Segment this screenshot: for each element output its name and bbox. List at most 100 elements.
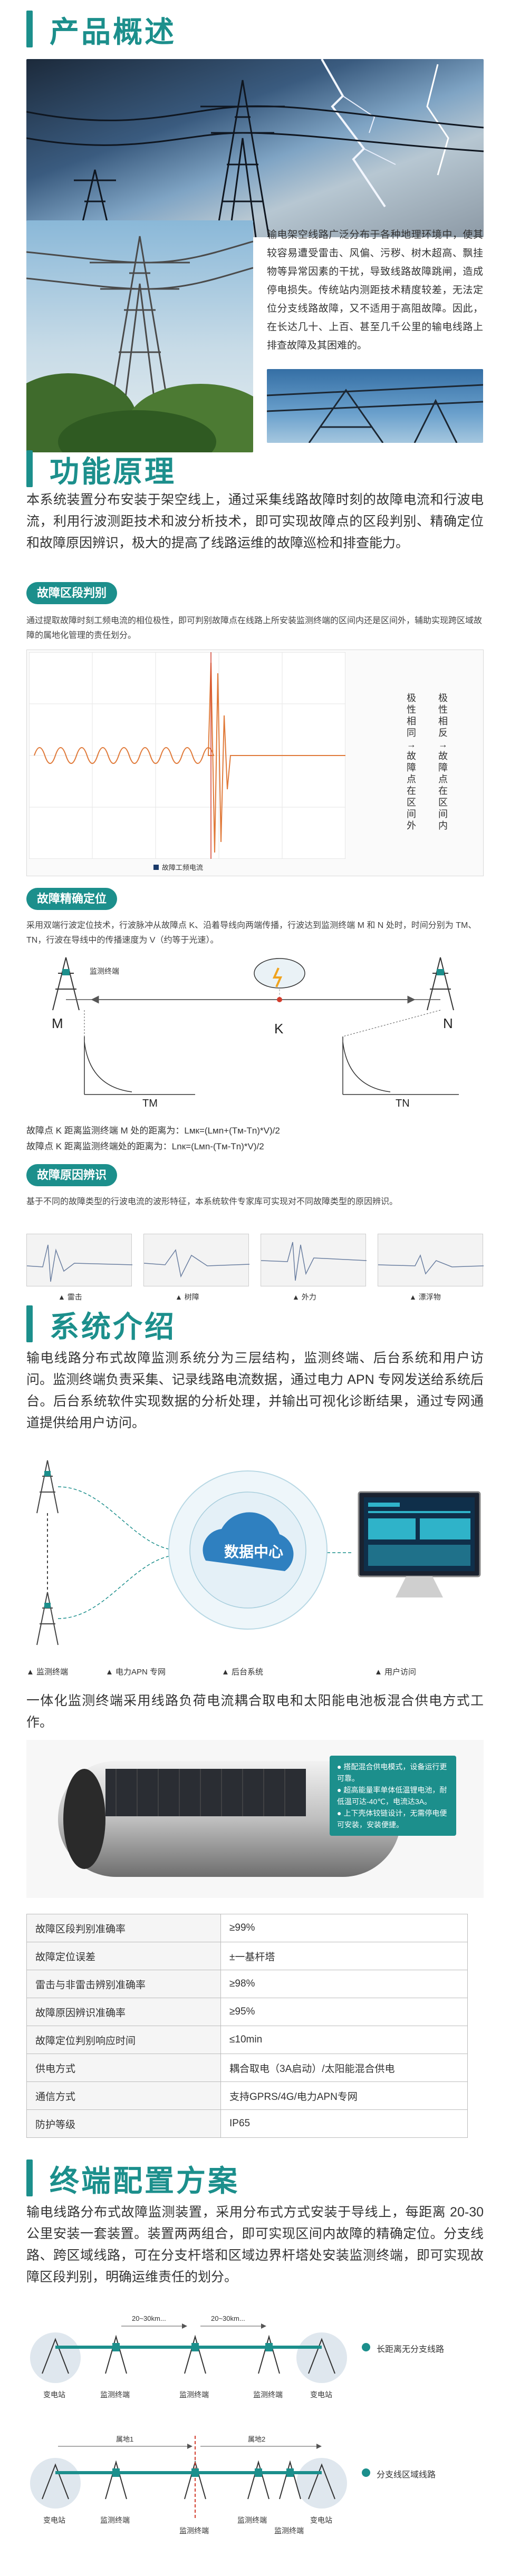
callout-item: ● 上下壳体铰链设计，无需停电便可安装，安装便捷。	[337, 1809, 447, 1829]
data-center-label: 数据中心	[224, 1544, 284, 1560]
section-system-title: 系统介绍	[26, 1302, 176, 1347]
node-m-label: M	[52, 1015, 63, 1031]
fault-current-waveform	[29, 652, 345, 859]
tower-lightning-illustration	[26, 59, 484, 237]
spec-key: 雷击与非雷击辨别准确率	[26, 1970, 221, 1998]
lightning-icon	[272, 967, 283, 987]
section-deploy-title: 终端配置方案	[26, 2156, 239, 2201]
formula-n: 故障点 K 距离监测终端处的距离为：Lnк=(Lмn-(Tм-Tn)*V)/2	[26, 1139, 484, 1155]
waveform-trace	[34, 662, 345, 853]
distance-label: 20~30km...	[211, 2314, 245, 2322]
system-architecture-diagram: 数据中心	[26, 1439, 484, 1661]
row-legend: 长距离无分支线路	[377, 2345, 445, 2354]
legend-item: ▲ 电力APN 专网	[105, 1668, 166, 1677]
table-row: 故障区段判别准确率≥99%	[26, 1914, 468, 1942]
section-overview-title: 产品概述	[26, 7, 176, 52]
system-heading: 系统介绍	[50, 1310, 176, 1343]
fault-point-k	[277, 997, 282, 1002]
formula-n-label: 故障点 K 距离监测终端处的距离为：	[26, 1141, 172, 1151]
overview-paragraph: 输电架空线路广泛分布于各种地理环境中，使其较容易遭受雷击、风偏、污秽、树木超高、…	[267, 229, 483, 351]
section-principle-title: 功能原理	[26, 447, 176, 491]
tn-label: TN	[396, 1098, 410, 1109]
spec-value: ≥99%	[220, 1914, 468, 1942]
table-row: 供电方式耦合取电（3A启动）/太阳能混合供电	[26, 2054, 468, 2082]
callout-text: 上下壳体铰链设计，无需停电便可安装，安装便捷。	[337, 1809, 447, 1829]
overview-heading: 产品概述	[50, 15, 176, 49]
terminal-label: 监测终端	[237, 2516, 267, 2524]
precise-location-text: 采用双端行波定位技术，行波脉冲从故障点 K、沿着导线向两端传播，行波达到监测终端…	[26, 921, 477, 945]
callout-item: ● 超高能量率单体低温锂电池，耐低温可达-40℃，电流达3A。	[337, 1786, 447, 1806]
cloud-icon	[203, 1512, 294, 1571]
terminal-label: 监测终端	[179, 2390, 209, 2399]
branch-line-diagram	[30, 2436, 370, 2520]
waveform-legend: 故障工频电流	[153, 862, 203, 872]
long-line-diagram	[30, 2323, 370, 2383]
table-row: 故障定位判别响应时间≤10min	[26, 2026, 468, 2054]
spec-key: 供电方式	[26, 2054, 221, 2082]
terminal-label: 监测终端	[274, 2526, 304, 2535]
formula-block: 故障点 K 距离监测终端 M 处的距离为：Lмк=(Lмn+(Tм-Tn)*V)…	[26, 1123, 484, 1155]
spec-value: IP65	[220, 2109, 468, 2138]
precise-location-pill: 故障精确定位	[26, 888, 118, 910]
terminal-label: 监测终端	[253, 2390, 283, 2399]
legend-item: ▲ 用户访问	[374, 1668, 417, 1677]
spec-key: 故障区段判别准确率	[26, 1914, 221, 1942]
spec-key: 故障定位判别响应时间	[26, 2026, 221, 2054]
monitor-device-illustration	[58, 1761, 401, 1877]
title-bar-decoration	[26, 11, 33, 47]
section-judge-text: 通过提取故障时刻工频电流的相位极性，即可判别故障点在线路上所安装监测终端的区间内…	[26, 616, 483, 640]
legend-label: 故障工频电流	[162, 864, 204, 871]
section-judge-pill: 故障区段判别	[26, 582, 118, 604]
legend-label: 用户访问	[384, 1668, 417, 1677]
tm-label: TM	[142, 1098, 158, 1109]
wave-card	[261, 1234, 367, 1286]
spec-key: 故障原因辨识准确率	[26, 1998, 221, 2026]
node-n-label: N	[443, 1015, 453, 1031]
legend-label: 监测终端	[36, 1668, 69, 1677]
legend-item: ▲ 监测终端	[26, 1668, 69, 1677]
wave-label-text: 树障	[184, 1293, 199, 1301]
wave-label: ▲ 树障	[175, 1293, 199, 1301]
callout-text: 超高能量率单体低温锂电池，耐低温可达-40℃，电流达3A。	[337, 1786, 447, 1806]
formula-m: 故障点 K 距离监测终端 M 处的距离为：Lмк=(Lмn+(Tм-Tn)*V)…	[26, 1123, 484, 1139]
wave-card	[378, 1234, 484, 1286]
principle-paragraph: 本系统装置分布安装于架空线上，通过采集线路故障时刻的故障电流和行波电流，利用行波…	[26, 492, 484, 550]
spec-key: 故障定位误差	[26, 1942, 221, 1970]
tower-trees-illustration	[26, 236, 253, 452]
spec-table: 故障区段判别准确率≥99% 故障定位误差±一基杆塔 雷击与非雷击辨别准确率≥98…	[26, 1914, 468, 2138]
formula-m-expr: Lмк=(Lмn+(Tм-Tn)*V)/2	[184, 1126, 280, 1136]
terminal-label: 监测终端	[90, 967, 119, 975]
wave-label-text: 雷击	[67, 1293, 82, 1301]
fault-cause-pill: 故障原因辨识	[26, 1164, 118, 1186]
title-bar-decoration	[26, 1305, 33, 1342]
principle-heading: 功能原理	[50, 454, 176, 488]
terminal-label: 监测终端	[100, 2516, 130, 2524]
wave-label: ▲ 漂浮物	[409, 1293, 441, 1301]
spec-key: 通信方式	[26, 2081, 221, 2110]
spec-key: 防护等级	[26, 2109, 221, 2138]
terminal-n-icon	[437, 969, 444, 975]
table-row: 故障原因辨识准确率≥95%	[26, 1998, 468, 2026]
distance-label: 20~30km...	[132, 2314, 166, 2322]
device-intro-text: 一体化监测终端采用线路负荷电流耦合取电和太阳能电池板混合供电方式工作。	[26, 1693, 484, 1730]
terminal-label: 监测终端	[179, 2526, 209, 2535]
traveling-wave-diagram	[52, 957, 459, 1095]
deploy-paragraph: 输电线路分布式故障监测装置，采用分布式方式安装于导线上，每距离 20-30 公里…	[26, 2205, 484, 2284]
spec-value: 耦合取电（3A启动）/太阳能混合供电	[220, 2054, 468, 2082]
architecture-illustration	[36, 1460, 481, 1645]
formula-n-expr: Lnк=(Lмn-(Tм-Tn)*V)/2	[171, 1141, 264, 1151]
lightning-tower-photo	[26, 59, 484, 237]
cloud-icon	[254, 958, 305, 989]
architecture-legend: ▲ 监测终端 ▲ 电力APN 专网 ▲ 后台系统 ▲ 用户访问	[26, 1666, 484, 1682]
wave-label: ▲ 外力	[292, 1293, 316, 1301]
legend-label: 后台系统	[232, 1668, 264, 1677]
wave-card	[26, 1234, 133, 1286]
crossarm-illustration	[267, 384, 483, 443]
area-label: 属地1	[116, 2435, 134, 2443]
formula-m-label: 故障点 K 距离监测终端 M 处的距离为：	[26, 1126, 185, 1136]
device-callout: ● 搭配混合供电模式，设备运行更可靠。 ● 超高能量率单体低温锂电池，耐低温可达…	[330, 1756, 456, 1836]
wave-label-text: 外力	[301, 1293, 316, 1301]
title-bar-decoration	[26, 2159, 33, 2196]
spec-value: 支持GPRS/4G/电力APN专网	[220, 2081, 468, 2110]
label-in-out-phase: 极性相同→故障点在区间外	[407, 693, 416, 831]
